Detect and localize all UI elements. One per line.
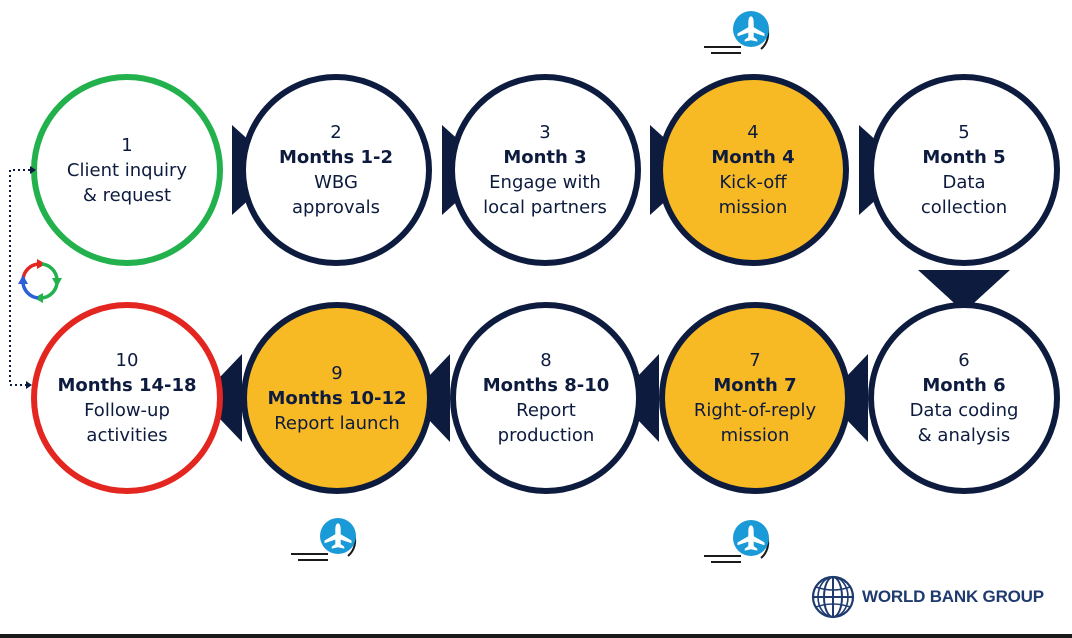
- step-circle-4: [657, 74, 849, 266]
- step-description: Report: [516, 400, 576, 421]
- step-description: & analysis: [917, 425, 1011, 446]
- step-number: 8: [540, 350, 552, 371]
- step-number: 4: [747, 122, 759, 143]
- step-description: WBG: [314, 172, 358, 193]
- step-period: Month 7: [713, 375, 797, 396]
- step-period: Months 8-10: [482, 375, 610, 396]
- world-bank-group-logo: WORLD BANK GROUP: [810, 574, 1044, 620]
- step-circle-5: [868, 74, 1060, 266]
- globe-icon: [811, 575, 855, 619]
- step-description: Data: [942, 172, 986, 193]
- step-period: Months 14-18: [57, 375, 197, 396]
- step-circles: [31, 74, 1060, 494]
- step-description: Report launch: [274, 412, 400, 434]
- step-description: approvals: [292, 197, 380, 218]
- step-period: Month 3: [503, 147, 587, 168]
- step-description: activities: [86, 425, 168, 446]
- step-number: 2: [330, 122, 342, 143]
- step-number: 7: [749, 350, 761, 371]
- airplane-icon: [704, 11, 770, 54]
- bottom-border: [0, 634, 1072, 638]
- step-description: Kick-off: [719, 172, 787, 193]
- step-circle-8: [450, 302, 642, 494]
- step-period: Month 6: [922, 375, 1006, 396]
- step-description: Follow-up: [84, 400, 170, 421]
- step-description: Engage with: [489, 172, 601, 193]
- step-circle-7: [659, 302, 851, 494]
- step-description: Data coding: [909, 400, 1019, 421]
- arrow-5-to-6: [918, 270, 1010, 312]
- step-period: Months 1-2: [278, 147, 393, 168]
- step-period: Month 5: [922, 147, 1006, 168]
- step-circle-2: [240, 74, 432, 266]
- step-circle-9: [241, 302, 433, 494]
- step-number: 10: [115, 350, 139, 371]
- step-description: local partners: [483, 197, 607, 218]
- step-description: production: [497, 425, 595, 446]
- airplane-icon: [291, 518, 357, 561]
- cycle-arrows-icon: [18, 259, 62, 303]
- step-description: Client inquiry: [66, 159, 188, 181]
- step-description: Right-of-reply: [693, 400, 817, 421]
- loop-connector: [9, 166, 36, 389]
- step-description: mission: [720, 425, 790, 446]
- step-number: 6: [958, 350, 970, 371]
- step-circle-3: [449, 74, 641, 266]
- airplane-icon: [704, 520, 770, 563]
- step-circle-6: [868, 302, 1060, 494]
- step-period: Month 4: [711, 147, 795, 168]
- step-circle-10: [31, 302, 223, 494]
- step-description: collection: [920, 197, 1008, 218]
- logo-text: WORLD BANK GROUP: [862, 587, 1044, 606]
- step-description: mission: [718, 197, 788, 218]
- step-number: 5: [958, 122, 970, 143]
- step-number: 9: [331, 362, 343, 384]
- step-description: & request: [82, 184, 172, 206]
- step-number: 3: [539, 122, 551, 143]
- step-number: 1: [121, 134, 133, 156]
- step-period: Months 10-12: [267, 387, 407, 409]
